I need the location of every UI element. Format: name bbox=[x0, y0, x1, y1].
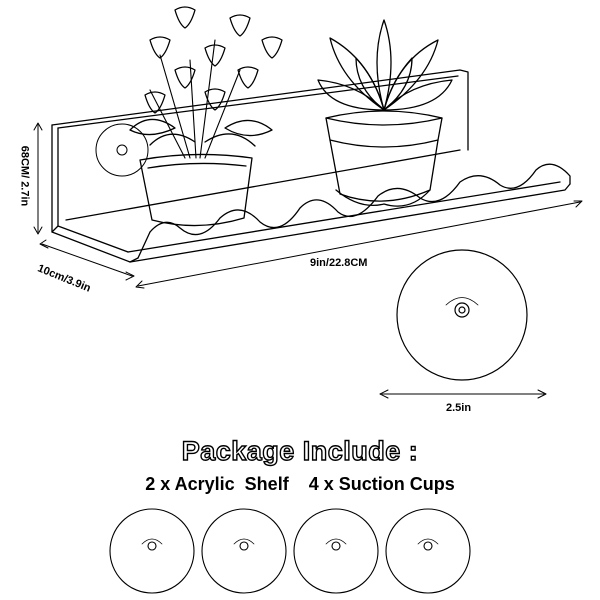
width-dimension-label: 9in/22.8CM bbox=[310, 257, 368, 269]
large-suction-cup-icon bbox=[396, 249, 528, 381]
cup-diameter-arrow bbox=[379, 389, 547, 399]
package-suction-cup-4 bbox=[385, 508, 471, 594]
flower-pot-icon bbox=[129, 6, 283, 227]
package-contents: 2 x Acrylic Shelf 4 x Suction Cups bbox=[145, 474, 455, 494]
package-title: Package Include : bbox=[181, 435, 419, 466]
height-dimension-arrow bbox=[33, 122, 43, 235]
depth-dimension-arrow bbox=[39, 239, 135, 281]
width-dimension-arrow bbox=[135, 200, 583, 289]
shelf-illustration bbox=[51, 69, 571, 263]
package-suction-cup-1 bbox=[109, 508, 195, 594]
suction-cup-icon bbox=[95, 123, 149, 177]
height-dimension-label: 68CM/ 2.7in bbox=[18, 145, 31, 207]
package-suction-cup-3 bbox=[293, 508, 379, 594]
package-suction-cup-2 bbox=[201, 508, 287, 594]
package-suction-cups bbox=[109, 508, 471, 594]
succulent-pot-icon bbox=[317, 19, 453, 207]
cup-diameter-label: 2.5in bbox=[446, 402, 472, 414]
